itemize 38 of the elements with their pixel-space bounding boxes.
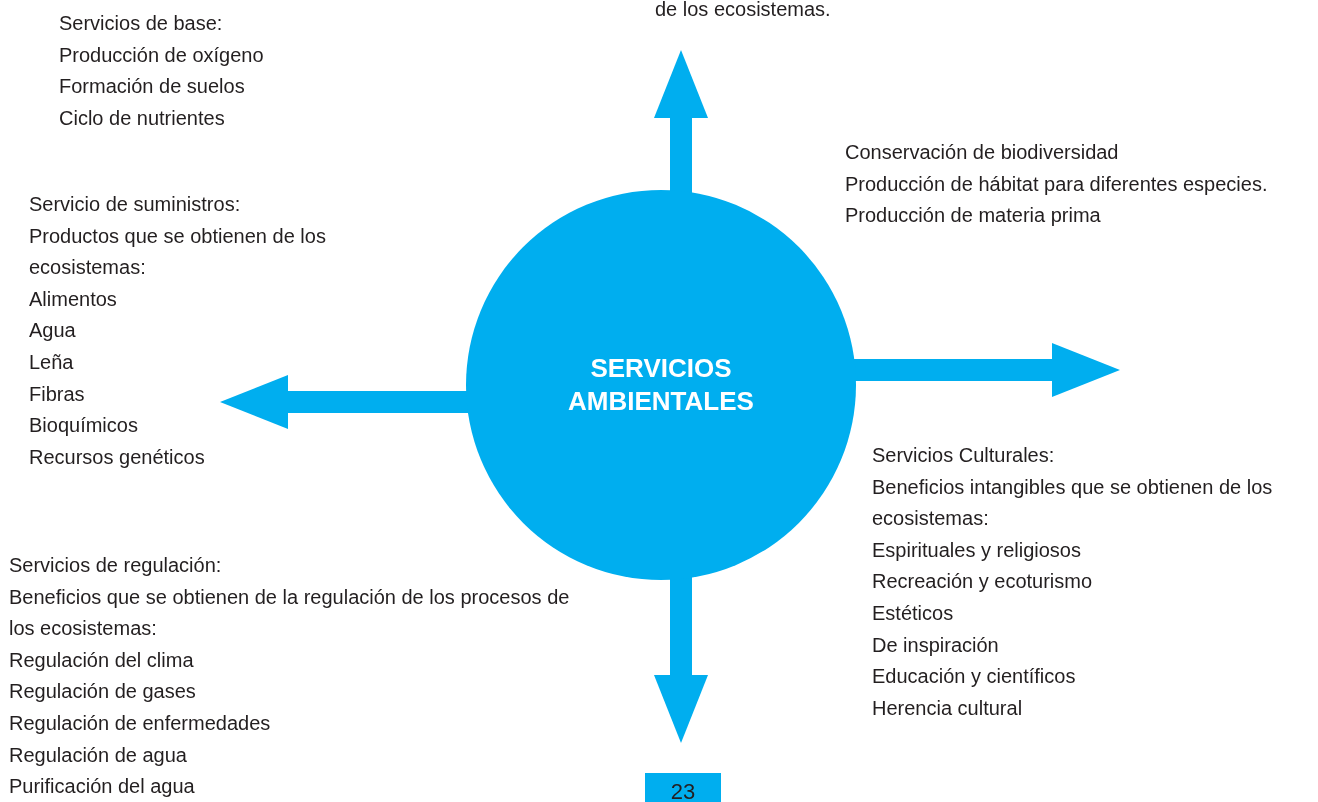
list-text: Espirituales y religiosos	[872, 537, 1082, 563]
list-text: Producción de oxígeno	[59, 42, 265, 68]
list-text: Leña	[29, 349, 75, 375]
list-text: Beneficios intangibles que se obtienen de los ecosistemas:	[872, 474, 1274, 532]
list-text: Regulación de agua	[9, 742, 188, 768]
list-text: Regulación de enfermedades	[9, 710, 272, 736]
block-arrow	[220, 375, 469, 429]
section-heading: Servicios de regulación:	[9, 553, 223, 578]
list-text: De inspiración	[872, 632, 1000, 658]
page-number: 23	[670, 777, 696, 802]
list-text: Estéticos	[872, 600, 955, 626]
list-text: Beneficios que se obtienen de la regulación de los procesos de los ecosistemas:	[9, 584, 571, 642]
list-text: Agua	[29, 318, 77, 344]
list-text: Ciclo de nutrientes	[59, 105, 226, 131]
list-text: Bioquímicos	[29, 413, 139, 439]
section-heading: Servicios Culturales:	[872, 443, 1056, 468]
page-number-box	[645, 773, 721, 802]
section-heading: Servicio de suministros:	[29, 192, 242, 217]
list-text: Recreación y ecoturismo	[872, 569, 1094, 595]
section-heading: Servicios de base:	[59, 11, 224, 36]
list-text: Fibras	[29, 381, 86, 407]
list-text: Alimentos	[29, 286, 118, 312]
block-arrow	[654, 576, 708, 743]
list-text: Herencia cultural	[872, 695, 1024, 721]
list-text: Regulación del clima	[9, 647, 195, 673]
circle-title: SERVICIOS AMBIENTALES	[567, 352, 755, 418]
list-text: Regulación de gases	[9, 679, 197, 705]
list-text: Productos que se obtienen de los ecosistemas:	[29, 223, 327, 281]
block-arrow	[654, 50, 708, 194]
list-text: Producción de materia prima	[845, 203, 1102, 229]
section-heading: Conservación de biodiversidad	[845, 140, 1120, 165]
list-text: Educación y científicos	[872, 664, 1077, 690]
list-text: Formación de suelos	[59, 74, 246, 100]
list-text: de los ecosistemas.	[655, 0, 832, 22]
list-text: Producción de hábitat para diferentes especies.	[845, 171, 1269, 197]
list-text: Recursos genéticos	[29, 444, 206, 470]
block-arrow	[853, 343, 1120, 397]
list-text: Purificación del agua	[9, 774, 196, 800]
